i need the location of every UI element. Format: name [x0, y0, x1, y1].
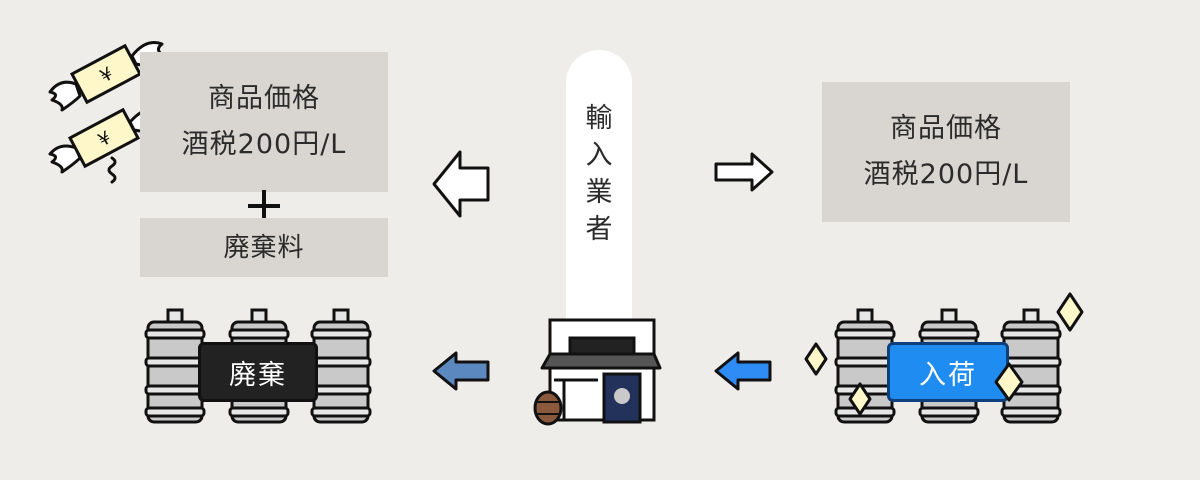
importer-label: 輸 入 業 者	[566, 100, 632, 248]
importer-char: 者	[585, 214, 613, 245]
liquor-tax-label: 酒税200円/L	[863, 159, 1029, 190]
sparkle-icon	[1056, 292, 1084, 332]
product-price-label: 商品価格	[890, 113, 1002, 144]
plus-icon	[248, 190, 280, 222]
arrow-left-disposal-icon	[432, 351, 490, 391]
arrow-right-icon	[714, 152, 774, 192]
arrow-left-arrival-icon	[714, 351, 772, 391]
importer-pillar	[566, 50, 632, 340]
liquor-tax-label: 酒税200円/L	[181, 129, 347, 160]
shop-icon	[533, 318, 662, 426]
arrival-tag: 入荷	[887, 342, 1009, 402]
sparkle-icon	[848, 382, 872, 416]
disposal-fee-box: 廃棄料	[140, 218, 388, 277]
importer-char: 輸	[585, 103, 613, 134]
keg-group-disposal	[144, 308, 372, 424]
sparkle-icon	[994, 362, 1024, 402]
right-price-box: 商品価格 酒税200円/L	[822, 82, 1070, 222]
importer-char: 入	[585, 140, 613, 171]
left-price-box: 商品価格 酒税200円/L	[140, 52, 388, 192]
disposal-fee-label: 廃棄料	[223, 232, 305, 263]
product-price-label: 商品価格	[208, 83, 320, 114]
sparkle-icon	[804, 342, 828, 376]
disposal-tag: 廃棄	[198, 342, 318, 402]
importer-char: 業	[585, 177, 613, 208]
arrow-left-icon	[432, 150, 490, 218]
